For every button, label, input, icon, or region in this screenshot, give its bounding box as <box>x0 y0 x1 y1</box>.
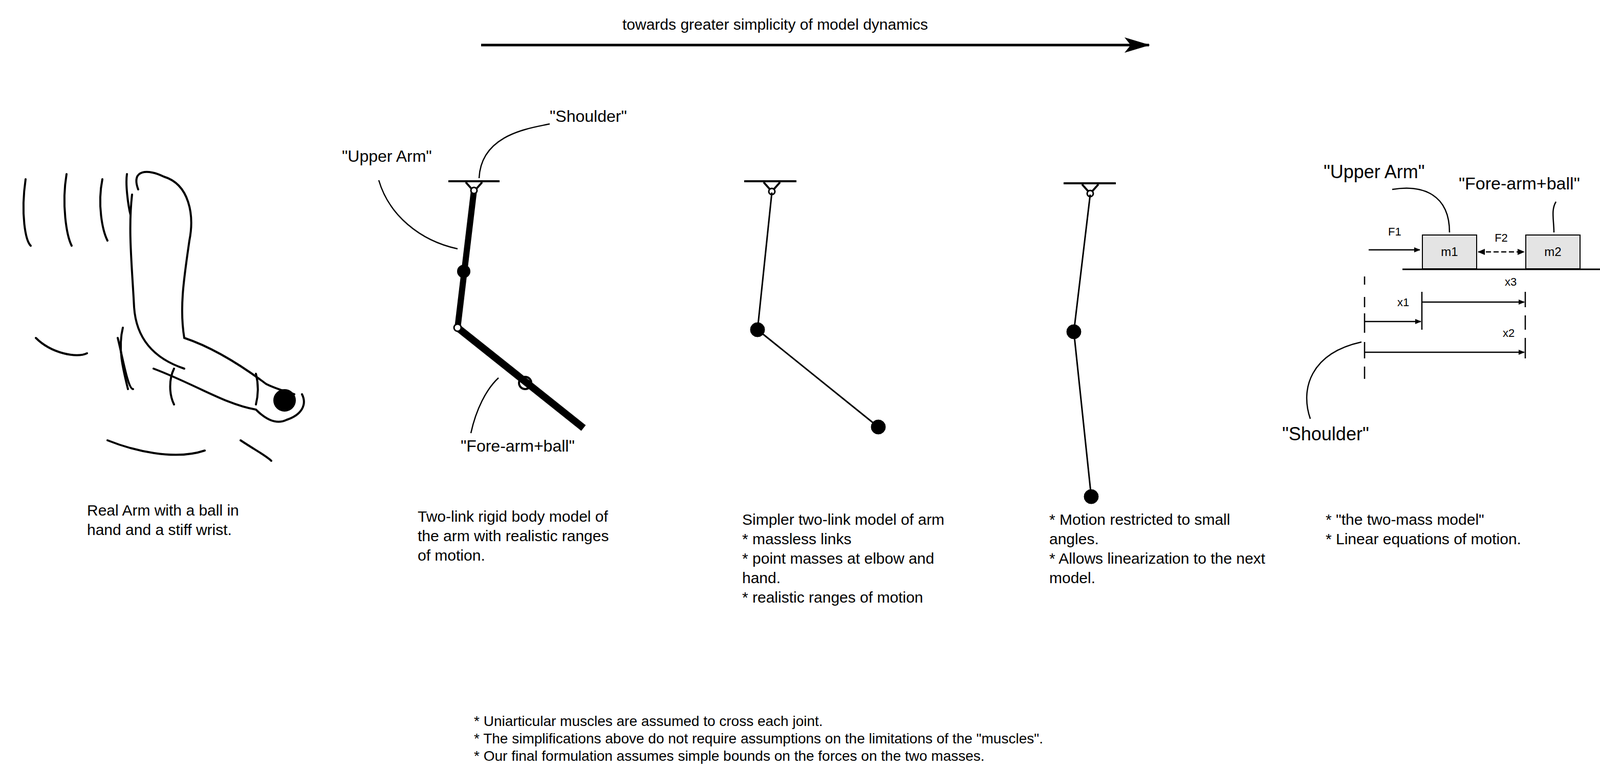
panel-caption: * Allows linearization to the next model… <box>1049 548 1270 588</box>
panel-caption: * Motion restricted to small angles. <box>1049 509 1270 549</box>
panel-caption: * massless links <box>742 529 973 549</box>
simple-two-link-model <box>757 192 772 330</box>
two-mass-dimensions <box>1524 315 1527 330</box>
two-mass-dimensions <box>1524 337 1527 359</box>
two-mass-dimensions <box>1364 351 1525 354</box>
real-arm-sketch <box>23 179 31 246</box>
real-arm-sketch <box>240 440 272 461</box>
small-angle-model <box>1084 489 1099 504</box>
two-mass-dimensions <box>1306 188 1600 419</box>
simple-two-link-model <box>757 329 879 427</box>
panel-caption: Real Arm with a ball in hand and a stiff… <box>87 500 251 540</box>
two-mass-dimensions <box>1364 366 1366 379</box>
two-link-rigid-model <box>453 323 462 332</box>
direction-arrow <box>481 44 1150 47</box>
two-link-rigid-model <box>519 376 532 389</box>
part-name: "Fore-arm+ball" <box>1458 173 1581 194</box>
two-mass-dimensions <box>1364 296 1366 308</box>
dimension-label: x1 <box>1397 295 1410 310</box>
small-angle-model <box>1073 331 1092 497</box>
two-mass-dimensions <box>1368 249 1420 251</box>
part-name: "Shoulder" <box>1282 422 1370 445</box>
real-arm-sketch <box>23 171 305 461</box>
panel-caption: * point masses at elbow and hand. <box>742 548 973 588</box>
real-arm-sketch <box>35 337 88 356</box>
two-mass-dimensions <box>1364 341 1366 359</box>
panel-caption-group: * "the two-mass model"* Linear equations… <box>1325 509 1592 549</box>
direction-caption: towards greater simplicity of model dyna… <box>622 15 928 34</box>
panel-caption: * Linear equations of motion. <box>1325 529 1592 549</box>
two-link-rigid-model <box>479 123 550 179</box>
real-arm-sketch <box>130 194 185 369</box>
two-link-rigid-model <box>470 377 499 434</box>
panel-caption: Two-link rigid body model of the arm wit… <box>417 506 613 566</box>
two-link-rigid-model <box>448 180 500 183</box>
real-arm-sketch <box>255 373 258 405</box>
small-angle-model <box>1063 183 1116 504</box>
two-link-rigid-model <box>378 180 458 249</box>
real-arm-sketch <box>117 337 134 389</box>
two-link-rigid-model <box>470 187 478 194</box>
two-link-rigid-model <box>457 265 470 278</box>
part-name: "Fore-arm+ball" <box>460 436 575 456</box>
mass-block: m2 <box>1525 234 1581 270</box>
simple-two-link-model <box>744 180 797 183</box>
simple-two-link-model <box>871 419 886 435</box>
real-arm-sketch <box>153 368 305 422</box>
real-arm-sketch <box>100 179 108 241</box>
panel-caption: * realistic ranges of motion <box>742 587 973 608</box>
real-arm-sketch <box>126 174 131 215</box>
real-arm-sketch <box>274 390 295 411</box>
two-link-rigid-model <box>457 190 474 328</box>
small-angle-model <box>1066 324 1081 339</box>
mass-block: m1 <box>1421 234 1478 270</box>
two-mass-dimensions <box>1364 320 1421 323</box>
part-name: "Shoulder" <box>549 106 627 126</box>
small-angle-model <box>1073 194 1091 332</box>
note-group: * Uniarticular muscles are assumed to cr… <box>473 712 1345 765</box>
real-arm-sketch <box>170 368 175 405</box>
two-mass-dimensions <box>1364 313 1366 333</box>
panel-caption: * "the two-mass model" <box>1325 509 1592 530</box>
note: * Uniarticular muscles are assumed to cr… <box>473 712 1345 730</box>
note: * The simplifications above do not requi… <box>473 729 1345 748</box>
part-name: "Upper Arm" <box>341 146 432 166</box>
part-name: "Upper Arm" <box>1323 160 1425 183</box>
simple-two-link-model <box>750 322 765 337</box>
real-arm-sketch <box>107 440 205 455</box>
real-arm-sketch <box>136 171 191 338</box>
two-mass-dimensions <box>1421 291 1423 330</box>
force-label: F2 <box>1494 231 1508 245</box>
force-label: F1 <box>1388 225 1402 239</box>
panel-caption-group: Simpler two-link model of arm* massless … <box>742 509 973 608</box>
real-arm-sketch <box>64 174 72 246</box>
mass-label: m1 <box>1440 244 1458 259</box>
force-arrow <box>1478 251 1525 253</box>
small-angle-model <box>1063 182 1116 185</box>
two-mass-dimensions <box>1552 201 1556 233</box>
two-mass-dimensions <box>1306 341 1362 419</box>
two-mass-dimensions <box>1364 276 1366 285</box>
note: * Our final formulation assumes simple b… <box>473 747 1345 765</box>
real-arm-sketch <box>184 337 295 395</box>
dimension-label: x3 <box>1504 275 1517 289</box>
two-mass-dimensions <box>1524 291 1527 308</box>
panel-caption: Simpler two-link model of arm <box>742 509 973 530</box>
two-link-rigid-model <box>378 123 584 434</box>
mass-label: m2 <box>1544 244 1562 259</box>
direction-arrow <box>481 44 1150 47</box>
dimension-label: x2 <box>1502 326 1515 340</box>
panel-caption-group: * Motion restricted to small angles.* Al… <box>1049 509 1270 588</box>
two-mass-dimensions <box>1421 301 1525 304</box>
simple-two-link-model <box>744 181 886 435</box>
